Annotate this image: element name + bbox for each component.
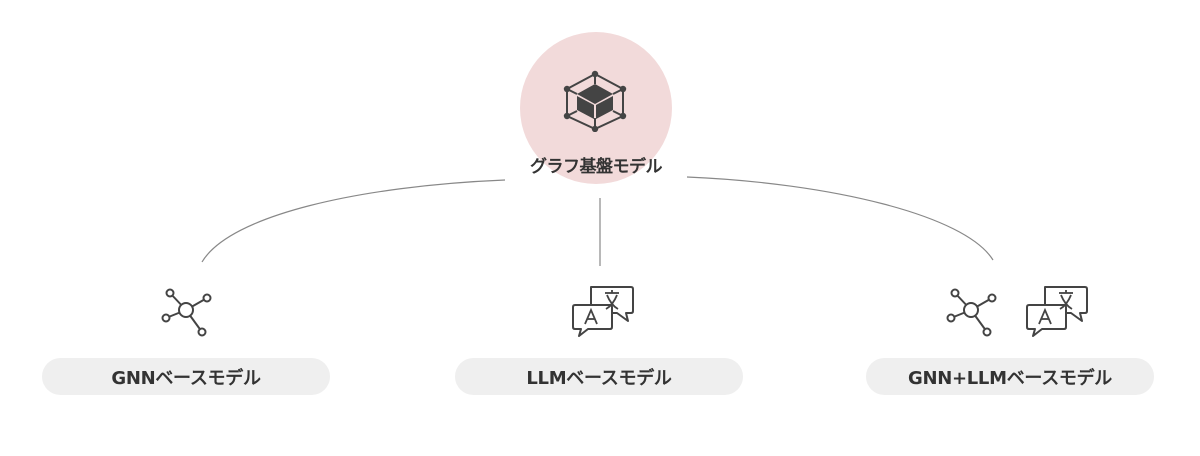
gnn-based-model-pill: GNNベースモデル <box>42 358 330 395</box>
connector-left <box>201 179 506 263</box>
translation-chat-icon <box>572 286 634 337</box>
gnn-based-model-label: GNNベースモデル <box>111 367 261 389</box>
llm-based-model-pill: LLMベースモデル <box>455 358 743 395</box>
translation-chat-icon <box>1026 286 1088 337</box>
llm-based-model-label: LLMベースモデル <box>526 367 672 389</box>
graph-network-icon <box>946 288 997 337</box>
gnn-llm-based-model-pill: GNN+LLMベースモデル <box>866 358 1154 395</box>
graph-network-icon <box>161 288 212 337</box>
connector-right <box>686 176 994 261</box>
gnn-llm-based-model-label: GNN+LLMベースモデル <box>907 367 1113 389</box>
cube-network-icon <box>563 70 627 132</box>
root-node-label: グラフ基盤モデル <box>530 157 663 177</box>
